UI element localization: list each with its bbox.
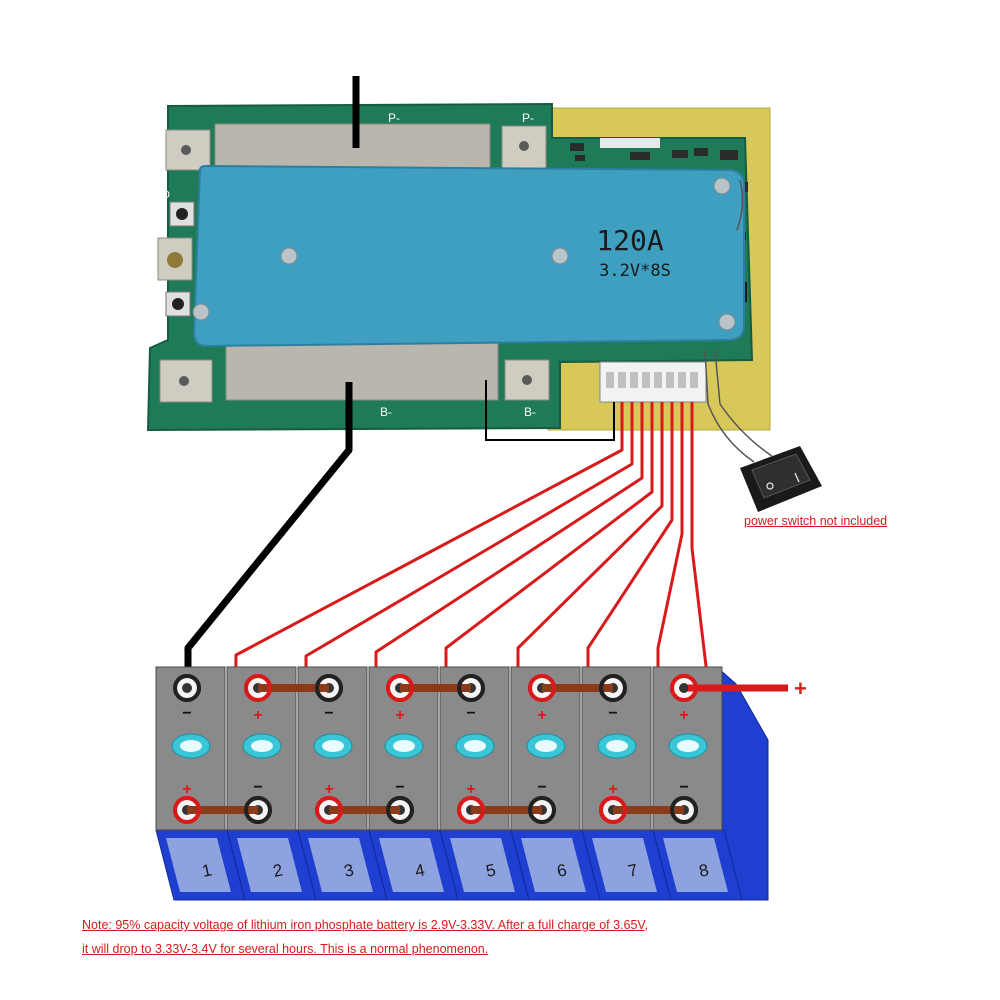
switch-wires bbox=[704, 179, 773, 463]
terminal-ring bbox=[528, 796, 556, 824]
heatsink bbox=[192, 164, 745, 348]
terminal-ring bbox=[173, 796, 201, 824]
cell-label-panel bbox=[663, 838, 728, 892]
polarity-sign: + bbox=[537, 707, 546, 724]
battery-pack: − +1 + − 2 − +3 + − 4 − +5 + − 6 − +7 + − 8 bbox=[155, 666, 769, 901]
polarity-sign: − bbox=[608, 705, 617, 722]
polarity-sign: + bbox=[608, 781, 617, 798]
terminal-ring bbox=[528, 674, 556, 702]
cell-number: 5 bbox=[484, 860, 497, 881]
connector-pins bbox=[606, 372, 698, 388]
cell-vent-highlight bbox=[393, 740, 415, 752]
cell-label-panel bbox=[308, 838, 373, 892]
terminal-center bbox=[679, 683, 689, 693]
heatsink-screws bbox=[192, 177, 736, 331]
terminal-ring bbox=[457, 674, 485, 702]
cell-label-panel bbox=[521, 838, 586, 892]
terminal-ring bbox=[457, 796, 485, 824]
polarity-sign: + bbox=[182, 781, 191, 798]
terminal-ring bbox=[315, 796, 343, 824]
terminal-ring bbox=[244, 796, 272, 824]
cell-vent-highlight bbox=[464, 740, 486, 752]
terminal-ring bbox=[315, 674, 343, 702]
cell-vent-highlight bbox=[606, 740, 628, 752]
label-d: D bbox=[162, 189, 170, 201]
balance-connector bbox=[599, 361, 707, 403]
cell-label-panel bbox=[379, 838, 444, 892]
cell-number: 2 bbox=[271, 860, 284, 881]
polarity-sign: − bbox=[324, 705, 333, 722]
cell-label-panel bbox=[450, 838, 515, 892]
polarity-sign: − bbox=[253, 779, 262, 796]
polarity-sign: + bbox=[679, 707, 688, 724]
label-p-right: P- bbox=[522, 111, 534, 125]
cell-number: 7 bbox=[626, 860, 639, 881]
cell-vent-highlight bbox=[251, 740, 273, 752]
cell-number: 8 bbox=[697, 860, 710, 881]
pcb-button-top-cap bbox=[176, 208, 188, 220]
polarity-sign: − bbox=[466, 705, 475, 722]
switch-note: power switch not included bbox=[744, 514, 888, 528]
polarity-sign: − bbox=[679, 779, 688, 796]
cell-number: 4 bbox=[413, 860, 426, 881]
cell-label-panel bbox=[166, 838, 231, 892]
note-line-1: Note: 95% capacity voltage of lithium ir… bbox=[82, 918, 649, 932]
label-b-right: B- bbox=[524, 405, 536, 419]
cell-vent-highlight bbox=[180, 740, 202, 752]
label-b-bottom: B- bbox=[380, 405, 392, 419]
pcb-button-bottom-cap bbox=[172, 298, 184, 310]
terminal-ring bbox=[244, 674, 272, 702]
label-p-top: P- bbox=[388, 111, 400, 125]
polarity-sign: − bbox=[395, 779, 404, 796]
terminal-ring bbox=[386, 796, 414, 824]
polarity-sign: − bbox=[182, 705, 191, 722]
board-config: 3.2V*8S bbox=[599, 261, 671, 281]
terminal-ring bbox=[173, 674, 201, 702]
terminal-ring bbox=[386, 674, 414, 702]
cell-vent-highlight bbox=[535, 740, 557, 752]
terminal-ring bbox=[599, 796, 627, 824]
positive-output-sign: + bbox=[794, 676, 807, 701]
polarity-sign: + bbox=[324, 781, 333, 798]
cell-vent-highlight bbox=[322, 740, 344, 752]
balance-wire-8 bbox=[690, 402, 708, 688]
mounting-holes bbox=[167, 141, 532, 386]
terminal-ring bbox=[670, 796, 698, 824]
polarity-sign: + bbox=[395, 707, 404, 724]
terminal-center bbox=[182, 683, 192, 693]
cell-number: 6 bbox=[555, 860, 568, 881]
terminal-ring bbox=[599, 674, 627, 702]
polarity-sign: + bbox=[253, 707, 262, 724]
cell-vent-highlight bbox=[677, 740, 699, 752]
board-rating: 120A bbox=[596, 224, 664, 257]
cell-label-panel bbox=[592, 838, 657, 892]
cell-number: 3 bbox=[342, 860, 355, 881]
cell-number: 1 bbox=[200, 860, 213, 881]
power-switch bbox=[740, 446, 822, 512]
polarity-sign: + bbox=[466, 781, 475, 798]
connector-ground-wire bbox=[485, 380, 615, 441]
polarity-sign: − bbox=[537, 779, 546, 796]
cell-label-panel bbox=[237, 838, 302, 892]
note-line-2: it will drop to 3.33V-3.4V for several h… bbox=[82, 942, 489, 956]
